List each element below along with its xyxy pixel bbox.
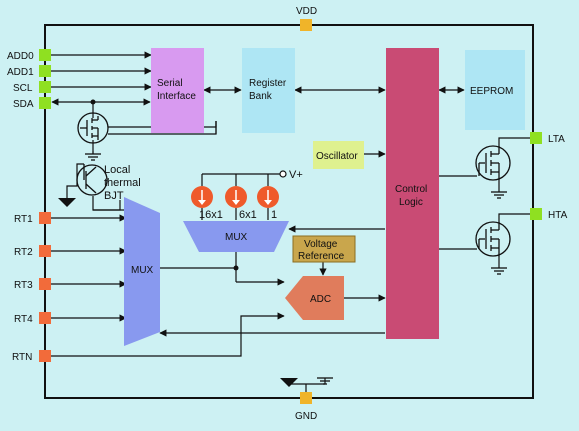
serial-interface-block: Serial Interface <box>151 48 204 133</box>
pin-scl: SCL <box>13 81 51 94</box>
pin-rt1: RT1 <box>14 212 51 225</box>
current-label-6x: 6x1 <box>239 209 257 221</box>
control-logic-block: Control Logic <box>386 48 439 339</box>
sensor-label-2: thermal <box>104 177 141 189</box>
thermal-bjt <box>76 164 108 196</box>
hta-transistor <box>475 221 511 257</box>
pin-label-rtn: RTN <box>12 352 32 363</box>
current-label-16x: 16x1 <box>199 209 223 221</box>
pin-label-rt2: RT2 <box>14 247 33 258</box>
pin-rtn: RTN <box>12 350 51 363</box>
sensor-label-3: BJT <box>104 190 124 202</box>
junction-dots <box>90 99 239 271</box>
current-label-1x: 1 <box>271 209 277 221</box>
analog-ground-icon <box>280 378 298 387</box>
eeprom-label: EEPROM <box>470 86 513 97</box>
pin-hta: HTA <box>530 208 568 221</box>
serial-label-2: Interface <box>157 91 196 102</box>
pin-add0: ADD0 <box>7 49 51 62</box>
current-source-6x <box>225 186 247 208</box>
digital-ground-icon <box>317 377 333 385</box>
pin-rt2: RT2 <box>14 245 51 258</box>
vref-label-2: Reference <box>298 251 345 262</box>
bjt-ground-icon <box>58 198 76 207</box>
pin-label-rt1: RT1 <box>14 214 33 225</box>
pin-label-sda: SDA <box>13 99 34 110</box>
pin-label-hta: HTA <box>548 210 568 221</box>
pin-label-scl: SCL <box>13 83 33 94</box>
vplus-terminal <box>279 170 287 178</box>
current-source-16x <box>191 186 213 208</box>
sda-transistor <box>77 112 109 144</box>
pin-label-lta: LTA <box>548 134 565 145</box>
current-source-1x <box>257 186 279 208</box>
control-label-1: Control <box>395 184 427 195</box>
adc-block: ADC <box>285 276 344 320</box>
pin-label-vdd: VDD <box>296 6 317 17</box>
eeprom-block: EEPROM <box>465 50 525 130</box>
input-mux-label: MUX <box>131 265 154 276</box>
oscillator-block: Oscillator <box>313 141 364 169</box>
pin-add1: ADD1 <box>7 65 51 78</box>
register-bank-block: Register Bank <box>242 48 295 133</box>
pin-rt3: RT3 <box>14 278 51 291</box>
pin-gnd: GND <box>295 392 317 422</box>
pin-vdd: VDD <box>296 6 317 31</box>
pin-label-add0: ADD0 <box>7 51 34 62</box>
pin-rt4: RT4 <box>14 312 51 325</box>
register-label-1: Register <box>249 78 287 89</box>
current-mux-label: MUX <box>225 232 248 243</box>
control-label-2: Logic <box>399 197 423 208</box>
pin-lta: LTA <box>530 132 565 145</box>
register-label-2: Bank <box>249 91 273 102</box>
pin-label-gnd: GND <box>295 411 317 422</box>
pin-label-add1: ADD1 <box>7 67 34 78</box>
pin-label-rt3: RT3 <box>14 280 33 291</box>
vplus-label: V+ <box>289 169 303 181</box>
pin-sda: SDA <box>13 97 51 110</box>
lta-transistor <box>475 145 511 181</box>
vref-label-1: Voltage <box>304 239 338 250</box>
pin-label-rt4: RT4 <box>14 314 33 325</box>
sensor-label-1: Local <box>104 164 130 176</box>
lta-ground-icon <box>491 191 507 199</box>
hta-ground-icon <box>491 267 507 275</box>
input-mux-block: MUX <box>124 197 160 346</box>
oscillator-label: Oscillator <box>316 151 358 162</box>
current-mux-block: MUX <box>183 221 289 252</box>
adc-label: ADC <box>310 294 331 305</box>
sda-ground-icon <box>85 151 101 161</box>
serial-label-1: Serial <box>157 78 183 89</box>
voltage-reference-block: Voltage Reference <box>292 235 356 263</box>
